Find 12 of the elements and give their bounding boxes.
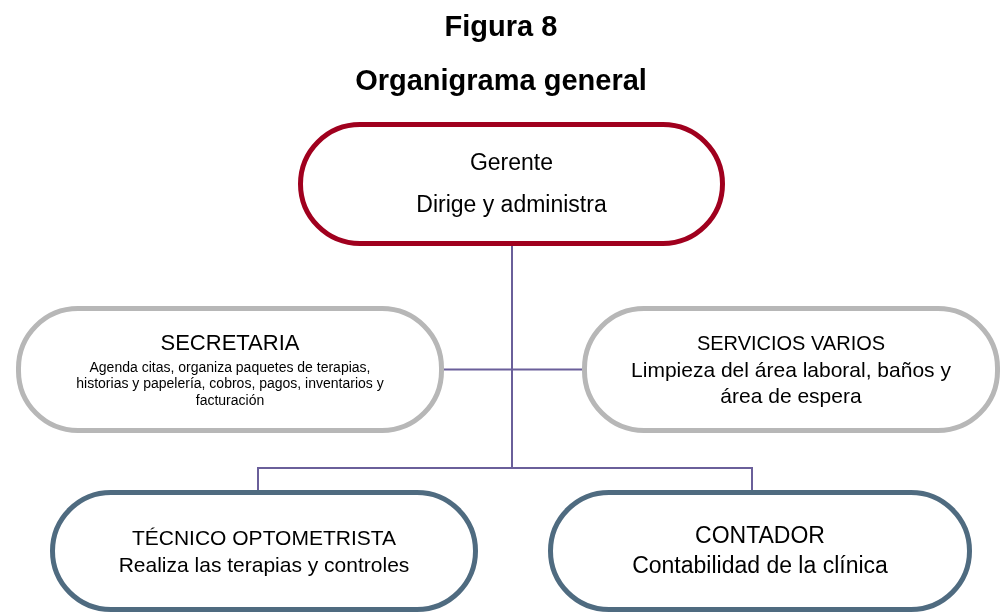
role-title: SECRETARIA	[160, 330, 300, 357]
role-title: SERVICIOS VARIOS	[696, 331, 886, 356]
role-title: TÉCNICO OPTOMETRISTA	[131, 524, 397, 550]
role-description: Contabilidad de la clínica	[632, 552, 888, 580]
role-description: Realiza las terapias y controles	[118, 552, 410, 578]
role-description: Agenda citas, organiza paquetes de terapias, historias y papelería, cobros, pagos, inventarios y facturación	[75, 358, 385, 409]
figure-number: Figura 8	[443, 10, 559, 43]
role-title: Gerente	[469, 149, 554, 177]
role-title: CONTADOR	[695, 522, 825, 550]
role-description: Limpieza del área laboral, baños y área de espera	[630, 357, 952, 408]
role-description: Dirige y administra	[416, 191, 607, 219]
diagram-title: Organigrama general	[354, 64, 648, 97]
